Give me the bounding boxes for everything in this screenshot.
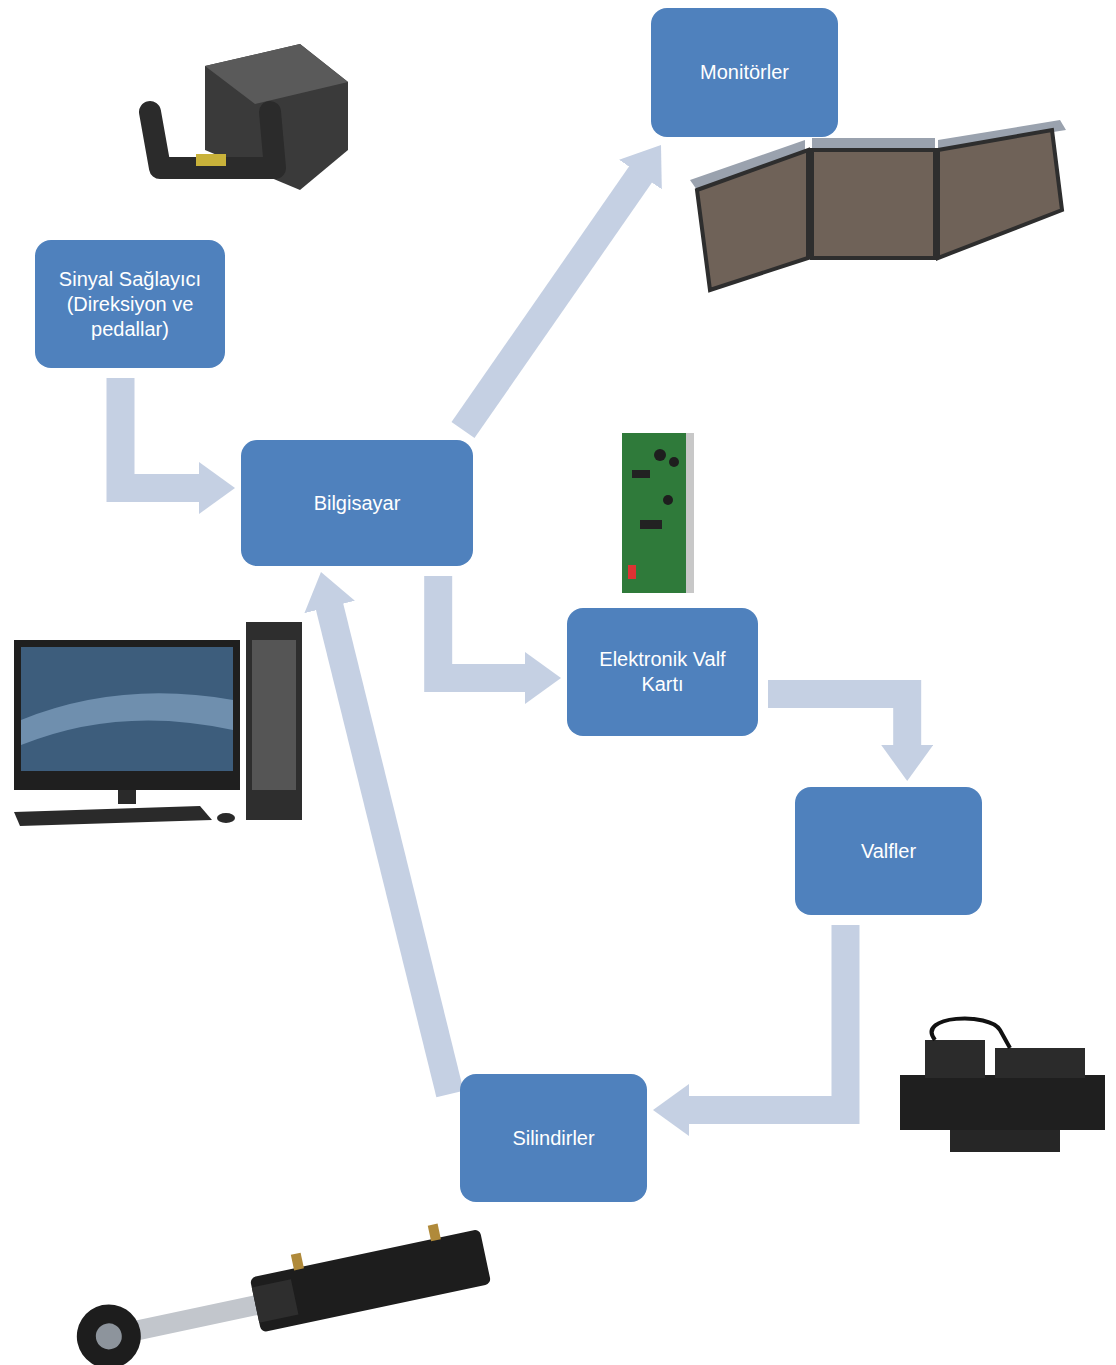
tower-front <box>252 640 296 790</box>
yoke-badge <box>196 154 226 166</box>
valve-base <box>950 1130 1060 1152</box>
pc-screen <box>21 647 233 771</box>
port-fitting <box>428 1224 441 1242</box>
process-box: Bilgisayar <box>241 440 473 566</box>
flow-arrow <box>121 378 208 488</box>
mouse <box>217 813 235 823</box>
chip <box>632 470 650 478</box>
process-box: Elektronik Valf Kartı <box>567 608 758 736</box>
rod-eye <box>71 1298 147 1365</box>
monitor-panel <box>697 150 808 290</box>
flow-arrow <box>768 694 907 753</box>
capacitor <box>669 457 679 467</box>
desktop-computer <box>14 622 302 826</box>
capacitor <box>663 495 673 505</box>
process-box: Sinyal Sağlayıcı (Direksiyon ve pedallar… <box>35 240 225 368</box>
flow-arrow <box>438 576 533 678</box>
monitor-panel <box>938 130 1062 258</box>
card-board <box>622 433 688 593</box>
piston-rod <box>131 1292 272 1341</box>
pc-tower <box>246 622 302 820</box>
process-box: Silindirler <box>460 1074 647 1202</box>
card-front <box>686 433 694 593</box>
cylinder-head <box>252 1279 299 1323</box>
capacitor <box>654 449 666 461</box>
triple-monitors <box>690 120 1066 290</box>
hydraulic-cylinder <box>69 1215 492 1365</box>
valve-coil <box>925 1040 985 1078</box>
yoke-handles <box>150 112 275 168</box>
port-fitting <box>291 1253 304 1271</box>
flow-arrow <box>681 925 845 1110</box>
flow-arrow <box>328 599 450 1094</box>
valve-card <box>622 433 694 593</box>
monitor-panel <box>812 150 935 258</box>
cylinder-barrel <box>250 1229 492 1333</box>
coil-cable <box>932 1019 1010 1048</box>
pc-monitor <box>14 640 240 790</box>
screen-wave <box>21 693 233 745</box>
box-label: Elektronik Valf Kartı <box>579 647 746 697</box>
process-box: Valfler <box>795 787 982 915</box>
keyboard <box>14 806 212 826</box>
box-label: Silindirler <box>512 1126 594 1151</box>
valve-block <box>995 1048 1085 1078</box>
box-label: Valfler <box>861 839 916 864</box>
box-label: Bilgisayar <box>314 491 401 516</box>
eye-bore <box>93 1321 124 1352</box>
yoke-controller <box>150 44 348 190</box>
flow-arrow <box>463 168 645 430</box>
led <box>628 565 636 579</box>
process-box: Monitörler <box>651 8 838 137</box>
box-label: Monitörler <box>700 60 789 85</box>
chip <box>640 520 662 529</box>
box-label: Sinyal Sağlayıcı (Direksiyon ve pedallar… <box>47 267 213 342</box>
controller-top <box>205 44 348 104</box>
valve-body <box>900 1075 1105 1130</box>
hydraulic-valve <box>900 1019 1105 1152</box>
pc-stand <box>118 790 136 804</box>
